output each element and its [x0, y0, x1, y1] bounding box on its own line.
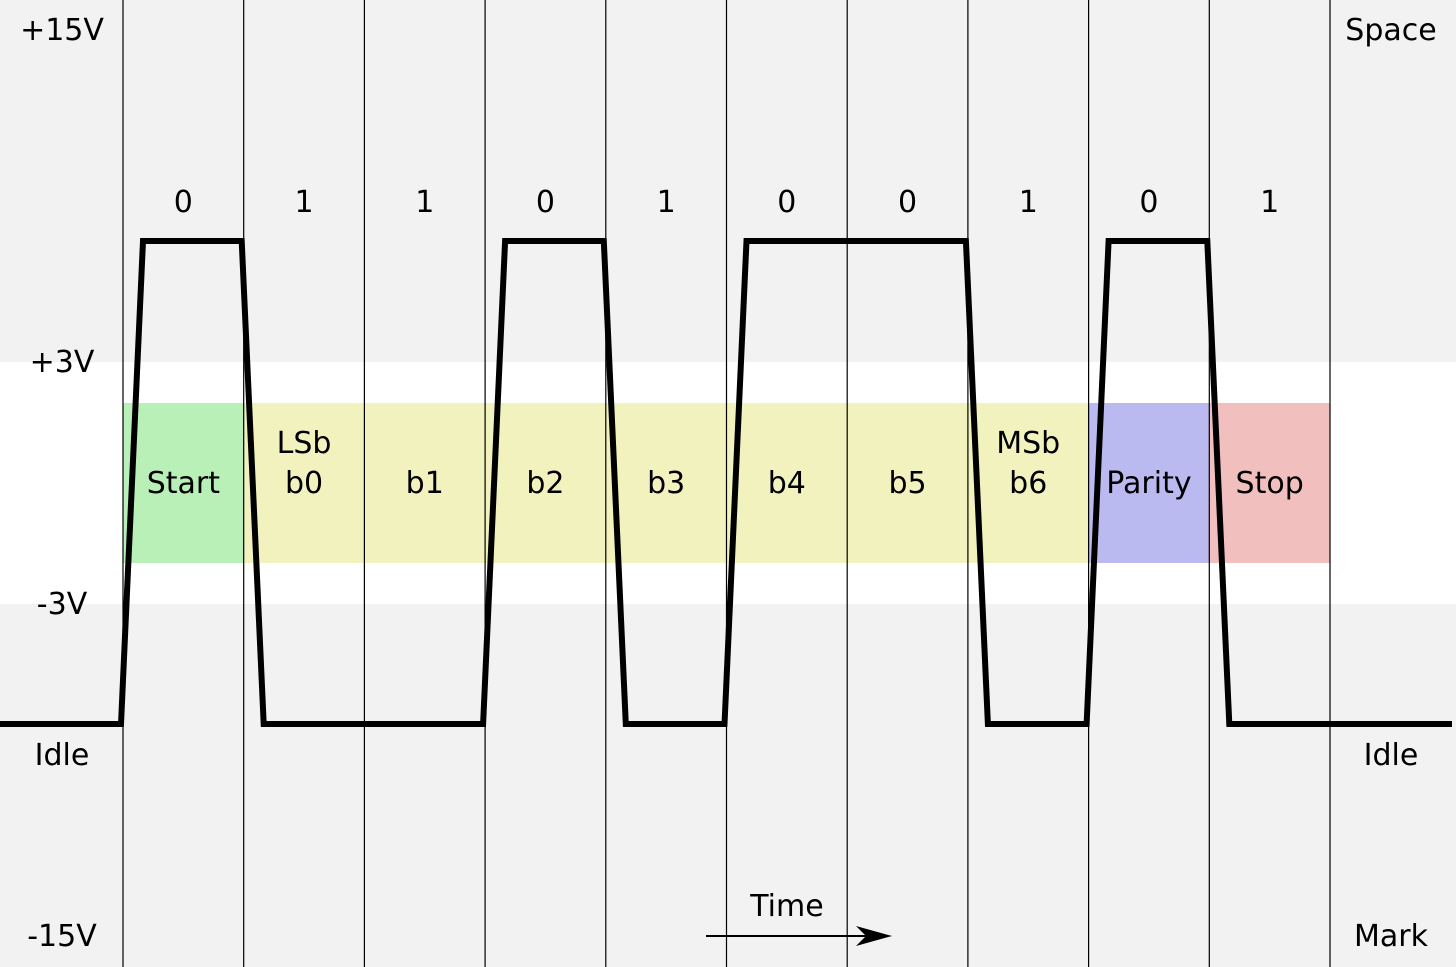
- field-cell-start: [123, 403, 244, 563]
- field-cell-stop: [1209, 403, 1330, 563]
- field-label-b5: b5: [888, 466, 926, 501]
- field-label-b2: b2: [526, 466, 564, 501]
- bit-value-start: 0: [174, 185, 193, 220]
- field-label-stop: Stop: [1236, 466, 1304, 501]
- bit-value-b1: 1: [415, 185, 434, 220]
- bit-value-b6: 1: [1019, 185, 1038, 220]
- bit-value-stop: 1: [1260, 185, 1279, 220]
- field-label-b0-line2: b0: [285, 466, 323, 501]
- field-label-start: Start: [147, 466, 221, 501]
- voltage-label-minus3: -3V: [37, 587, 88, 622]
- field-cell-b3: [605, 403, 727, 563]
- idle-label-left: Idle: [35, 738, 90, 773]
- bit-value-b2: 0: [536, 185, 555, 220]
- state-label-space: Space: [1345, 13, 1436, 48]
- voltage-label-plus3: +3V: [30, 345, 95, 380]
- bit-value-labels: 0 1 1 0 1 0 0 1 0 1: [174, 185, 1279, 220]
- bit-value-b0: 1: [295, 185, 314, 220]
- field-cell-b0: [243, 403, 365, 563]
- frame-field-labels: Start LSb b0 b1 b2 b3 b4 b5 MSb b6 Parity Stop: [147, 426, 1304, 501]
- field-cell-b1: [364, 403, 486, 563]
- field-cell-b2: [485, 403, 606, 563]
- signal-waveform: [0, 238, 1452, 727]
- field-label-b0-line1: LSb: [277, 426, 332, 461]
- idle-label-right: Idle: [1364, 738, 1419, 773]
- time-label: Time: [749, 889, 823, 924]
- field-label-b6-line2: b6: [1009, 466, 1047, 501]
- field-cell-parity: [1088, 403, 1210, 563]
- frame-field-cells: [123, 403, 1330, 563]
- field-label-b6-line1: MSb: [996, 426, 1060, 461]
- field-cell-b4: [726, 403, 848, 563]
- voltage-label-plus15: +15V: [20, 13, 104, 48]
- field-cell-b6: [967, 403, 1089, 563]
- bit-value-parity: 0: [1139, 185, 1158, 220]
- voltage-label-minus15: -15V: [27, 919, 97, 954]
- bit-period-lines: [122, 0, 1331, 967]
- field-label-b4: b4: [768, 466, 806, 501]
- bit-value-b3: 1: [657, 185, 676, 220]
- bit-value-b4: 0: [777, 185, 796, 220]
- field-label-parity: Parity: [1106, 466, 1191, 501]
- field-label-b1: b1: [406, 466, 444, 501]
- bit-value-b5: 0: [898, 185, 917, 220]
- state-label-mark: Mark: [1354, 919, 1429, 954]
- field-cell-b5: [847, 403, 968, 563]
- field-label-b3: b3: [647, 466, 685, 501]
- time-arrow-head-icon: [856, 926, 892, 946]
